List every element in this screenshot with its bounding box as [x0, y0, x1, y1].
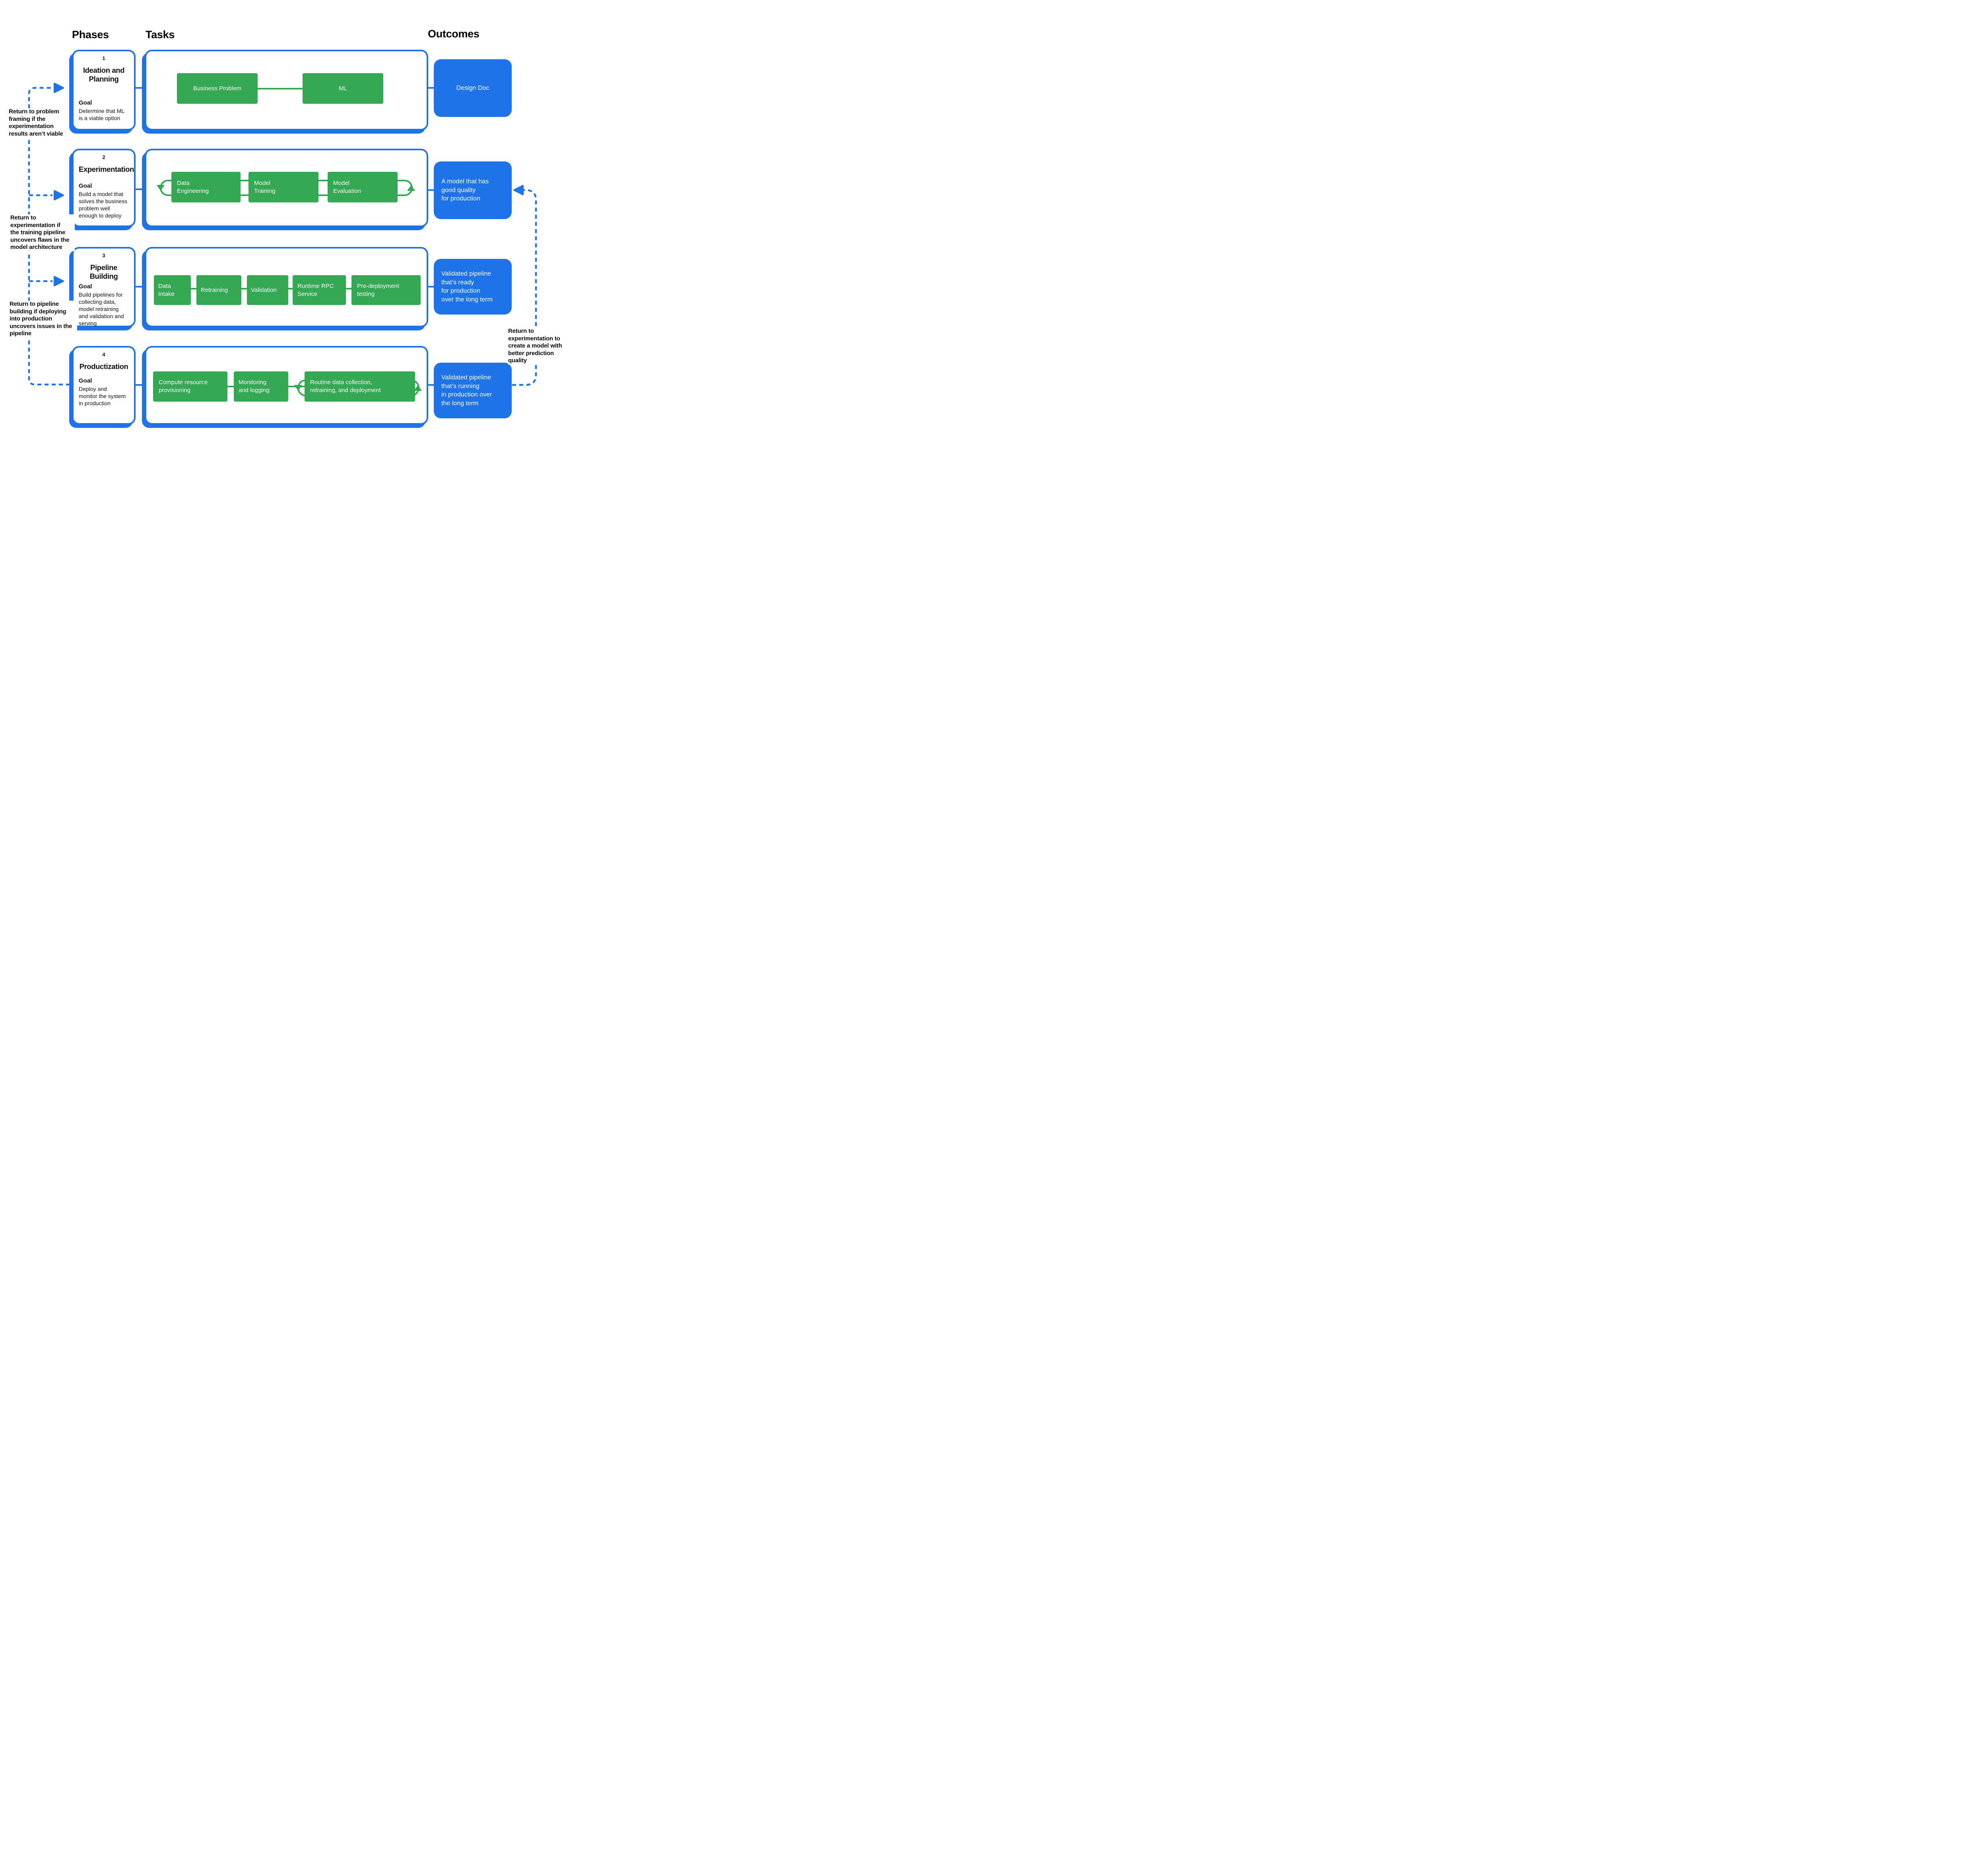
task-label: ML — [339, 85, 347, 92]
loop-arrow-down-icon — [294, 385, 302, 391]
tasks-column-header: Tasks — [146, 29, 175, 41]
task-outcome-connector — [427, 87, 435, 89]
outcome-design-doc: Design Doc — [434, 59, 512, 117]
phase-task-connector — [134, 286, 146, 288]
task-container-pipeline-building: Data Intake Retraining Validation Runtim… — [145, 247, 428, 327]
outcomes-column-header: Outcomes — [428, 28, 480, 40]
task-business-problem: Business Problem — [177, 73, 258, 104]
outcome-label: Validated pipeline that’s ready for prod… — [441, 270, 493, 303]
phase-title: Experimentation — [79, 165, 134, 173]
annotation-return-to-pipeline-building: Return to pipeline building if deploying… — [10, 301, 77, 338]
task-ml: ML — [303, 73, 383, 104]
task-container-experimentation: Data Engineering Model Training Model Ev… — [145, 149, 428, 227]
task-connector — [288, 288, 293, 289]
outcome-validated-pipeline-ready: Validated pipeline that’s ready for prod… — [434, 259, 512, 315]
task-label: Routine data collection, retraining, and… — [310, 379, 381, 394]
task-validation: Validation — [247, 275, 288, 305]
goal-text: Build a model that solves the business p… — [79, 191, 128, 219]
goal-text: Deploy and monitor the system in product… — [79, 386, 126, 406]
task-label: Monitoring and logging — [239, 379, 270, 394]
goal-label: Goal — [79, 283, 92, 290]
task-outcome-connector — [427, 189, 435, 191]
outcome-good-model: A model that has good quality for produc… — [434, 161, 512, 219]
loop-arrow-up-icon — [407, 185, 415, 191]
task-routine-data-collection: Routine data collection, retraining, and… — [305, 371, 415, 402]
phase-box-ideation: 1 Ideation and Planning Goal Determine t… — [72, 50, 136, 130]
task-compute-resource-provisioning: Compute resource provisioning — [153, 371, 227, 402]
phase-number: 3 — [102, 253, 105, 258]
task-label: Model Evaluation — [333, 179, 361, 194]
task-connector — [241, 288, 247, 289]
task-connector — [346, 288, 351, 289]
task-label: Pre-deployment testing — [357, 282, 399, 297]
task-label: Runtime RPC Service — [297, 282, 334, 297]
task-monitoring-and-logging: Monitoring and logging — [234, 371, 288, 402]
feedback-line-right — [512, 189, 537, 386]
outcome-label: Validated pipeline that’s running in pro… — [441, 374, 492, 407]
phase-number: 1 — [102, 55, 105, 61]
outcome-label: Design Doc — [456, 84, 489, 91]
task-runtime-rpc-service: Runtime RPC Service — [293, 275, 346, 305]
arrow-left-icon — [513, 185, 524, 195]
task-outcome-connector — [427, 384, 435, 386]
phase-title: Ideation and Planning — [83, 66, 125, 83]
phase-task-connector — [134, 87, 146, 89]
annotation-return-to-experimentation: Return to experimentation if the trainin… — [10, 214, 75, 251]
arrow-right-icon — [54, 83, 64, 93]
arrow-right-icon — [54, 276, 64, 286]
task-model-evaluation: Model Evaluation — [328, 172, 398, 202]
goal-text: Build pipelines for collecting data, mod… — [79, 291, 124, 326]
outcome-label: A model that has good quality for produc… — [441, 178, 489, 202]
goal-label: Goal — [79, 377, 92, 384]
phase-title: Productization — [79, 362, 128, 371]
goal-text: Determine that ML is a viable option — [79, 108, 125, 121]
outcome-validated-pipeline-running: Validated pipeline that’s running in pro… — [434, 363, 512, 418]
phase-number: 2 — [102, 154, 105, 160]
task-label: Data Intake — [158, 282, 175, 297]
task-data-engineering: Data Engineering — [171, 172, 241, 202]
task-connector — [258, 88, 303, 89]
arrow-right-icon — [54, 190, 64, 200]
task-container-ideation: Business Problem ML — [145, 50, 428, 130]
loop-arrow-down-icon — [157, 185, 165, 191]
task-model-training: Model Training — [248, 172, 318, 202]
task-container-productization: Compute resource provisioning Monitoring… — [145, 346, 428, 425]
phase-title: Pipeline Building — [89, 263, 118, 280]
phases-column-header: Phases — [72, 29, 109, 41]
task-label: Model Training — [254, 179, 276, 194]
annotation-return-to-experimentation-right: Return to experimentation to create a mo… — [508, 328, 563, 365]
task-retraining: Retraining — [196, 275, 241, 305]
task-label: Business Problem — [193, 85, 241, 92]
loop-arrow-up-icon — [414, 385, 422, 391]
task-pre-deployment-testing: Pre-deployment testing — [351, 275, 421, 305]
goal-label: Goal — [79, 183, 92, 189]
phase-box-pipeline-building: 3 Pipeline Building Goal Build pipelines… — [72, 247, 136, 327]
task-connector — [191, 288, 196, 289]
task-label: Validation — [251, 286, 277, 293]
task-outcome-connector — [427, 286, 435, 288]
task-label: Compute resource provisioning — [159, 379, 208, 394]
phase-task-connector — [134, 384, 146, 386]
phase-box-experimentation: 2 Experimentation Goal Build a model tha… — [72, 149, 136, 227]
phase-task-connector — [134, 188, 146, 190]
task-data-intake: Data Intake — [154, 275, 191, 305]
task-label: Retraining — [201, 286, 228, 293]
task-label: Data Engineering — [177, 179, 209, 194]
task-connector — [227, 386, 234, 387]
phase-number: 4 — [102, 352, 105, 357]
ml-workflow-diagram: Phases Tasks Outcomes 1 Ideation and Pla… — [0, 0, 564, 465]
annotation-return-to-problem-framing: Return to problem framing if the experim… — [9, 108, 69, 138]
phase-box-productization: 4 Productization Goal Deploy and monitor… — [72, 346, 136, 425]
goal-label: Goal — [79, 99, 92, 106]
